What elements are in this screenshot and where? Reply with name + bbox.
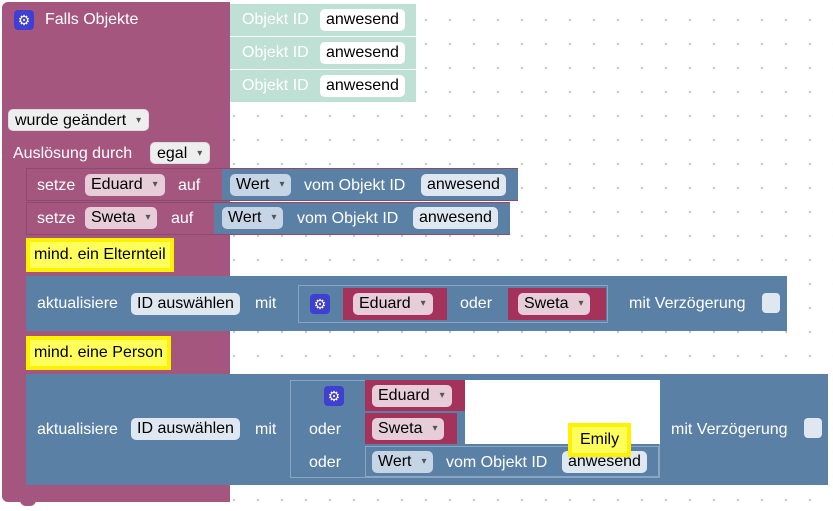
update2-var-a-label: Eduard bbox=[378, 387, 430, 404]
assign1-prop-dropdown[interactable]: Wert ▾ bbox=[230, 174, 292, 196]
assign1-set: setze bbox=[37, 177, 76, 194]
assign2-prop-dropdown[interactable]: Wert ▾ bbox=[222, 207, 284, 229]
assign2-prop-label: Wert bbox=[228, 209, 262, 226]
comment-emily[interactable]: Emily bbox=[568, 423, 632, 457]
update2-with: mit bbox=[255, 421, 277, 438]
chevron-down-icon: ▾ bbox=[421, 456, 427, 467]
update1-var-a-dropdown[interactable]: Eduard ▾ bbox=[353, 293, 433, 315]
update2-var-b-label: Sweta bbox=[378, 420, 423, 437]
update1-with: mit bbox=[255, 295, 277, 312]
update2-target[interactable]: ID auswählen bbox=[131, 418, 240, 440]
update1-delay-checkbox[interactable] bbox=[762, 293, 780, 313]
comment-person[interactable]: mind. eine Person bbox=[26, 336, 171, 370]
update1-or: oder bbox=[460, 295, 493, 312]
assign2-object[interactable]: anwesend bbox=[413, 207, 498, 229]
or-gear-icon[interactable]: ⚙ bbox=[324, 386, 344, 406]
chevron-down-icon: ▾ bbox=[420, 298, 426, 309]
chevron-down-icon: ▾ bbox=[432, 423, 438, 434]
object-label-2: Objekt ID bbox=[242, 44, 309, 61]
chevron-down-icon: ▾ bbox=[145, 212, 151, 223]
assign1-from: vom Objekt ID bbox=[304, 177, 406, 194]
chevron-down-icon: ▾ bbox=[271, 212, 277, 223]
change-dropdown-label: wurde geändert bbox=[15, 112, 127, 129]
chevron-down-icon: ▾ bbox=[136, 115, 142, 126]
chevron-down-icon: ▾ bbox=[578, 298, 584, 309]
object-value-2[interactable]: anwesend bbox=[320, 42, 405, 64]
assign1-prop-label: Wert bbox=[236, 176, 270, 193]
update2-from: vom Objekt ID bbox=[446, 454, 548, 471]
change-dropdown[interactable]: wurde geändert ▾ bbox=[8, 109, 150, 131]
assign2-var-dropdown[interactable]: Sweta ▾ bbox=[85, 207, 158, 229]
assign2-to: auf bbox=[171, 210, 194, 227]
assign1-var-label: Eduard bbox=[91, 176, 143, 193]
update2-var-b-dropdown[interactable]: Sweta ▾ bbox=[372, 418, 445, 440]
update2-prop-dropdown[interactable]: Wert ▾ bbox=[372, 451, 434, 473]
object-value-1[interactable]: anwesend bbox=[320, 9, 405, 31]
trigger-by-dropdown[interactable]: egal ▾ bbox=[150, 142, 211, 164]
update1-target[interactable]: ID auswählen bbox=[131, 293, 240, 315]
update1-var-b-dropdown[interactable]: Sweta ▾ bbox=[518, 293, 591, 315]
update2-prop-label: Wert bbox=[378, 453, 412, 470]
update2-label: aktualisiere bbox=[37, 421, 118, 438]
object-value-3[interactable]: anwesend bbox=[320, 75, 405, 97]
assign2-var-label: Sweta bbox=[91, 209, 136, 226]
assign2-from: vom Objekt ID bbox=[297, 210, 399, 227]
update1-var-a-label: Eduard bbox=[359, 295, 411, 312]
update1-label: aktualisiere bbox=[37, 295, 118, 312]
object-label-3: Objekt ID bbox=[242, 77, 309, 94]
update2-or2: oder bbox=[309, 454, 342, 471]
assign1-object[interactable]: anwesend bbox=[421, 174, 506, 196]
event-block-bottom-notch bbox=[20, 498, 36, 506]
settings-gear-icon[interactable]: ⚙ bbox=[14, 10, 34, 30]
update1-delay: mit Verzögerung bbox=[629, 295, 746, 312]
update2-delay-checkbox[interactable] bbox=[804, 418, 822, 438]
comment-parents[interactable]: mind. ein Elternteil bbox=[26, 238, 174, 272]
chevron-down-icon: ▾ bbox=[279, 179, 285, 190]
trigger-title: Falls Objekte bbox=[45, 11, 139, 28]
trigger-by-dropdown-label: egal bbox=[157, 145, 188, 162]
assign1-to: auf bbox=[178, 177, 201, 194]
or-gear-icon[interactable]: ⚙ bbox=[310, 294, 330, 314]
update2-var-a-dropdown[interactable]: Eduard ▾ bbox=[372, 385, 452, 407]
update1-var-b-label: Sweta bbox=[524, 295, 569, 312]
assign2-set: setze bbox=[37, 210, 76, 227]
chevron-down-icon: ▾ bbox=[152, 179, 158, 190]
update2-delay: mit Verzögerung bbox=[671, 421, 788, 438]
trigger-by-label: Auslösung durch bbox=[13, 145, 133, 162]
object-label-1: Objekt ID bbox=[242, 11, 309, 28]
chevron-down-icon: ▾ bbox=[197, 148, 203, 159]
update2-or1: oder bbox=[309, 421, 342, 438]
chevron-down-icon: ▾ bbox=[439, 390, 445, 401]
assign1-var-dropdown[interactable]: Eduard ▾ bbox=[85, 174, 165, 196]
